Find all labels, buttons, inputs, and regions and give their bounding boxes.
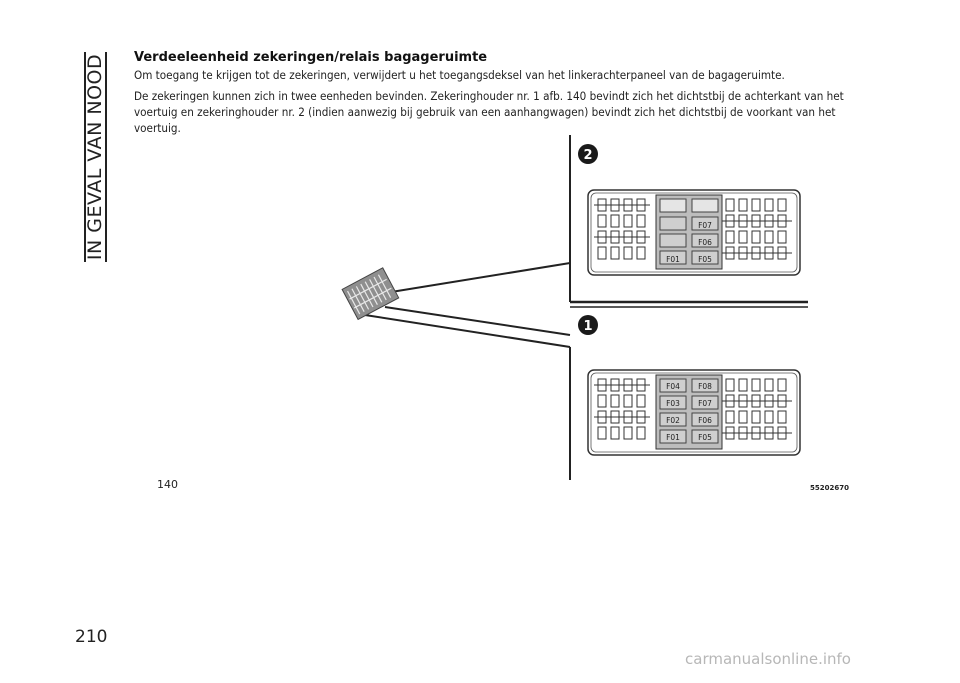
- fuse-box-figure: 2 1: [341, 135, 808, 480]
- callout-1-label: 1: [583, 319, 592, 334]
- holder1-fuse-label: F03: [666, 399, 680, 408]
- holder2-fuse-label: F07: [698, 221, 712, 230]
- side-tab-rule-left: [84, 52, 86, 262]
- side-tab-rule-right: [105, 52, 107, 262]
- callout-1-badge: 1: [578, 315, 598, 335]
- paragraph-access: Om toegang te krijgen tot de zekeringen,…: [134, 68, 785, 82]
- chapter-label: IN GEVAL VAN NOOD: [84, 53, 106, 261]
- fuse-cluster-icon: [341, 267, 400, 321]
- chapter-side-tab: IN GEVAL VAN NOOD: [84, 52, 108, 262]
- callout-2-label: 2: [583, 148, 592, 163]
- page-number: 210: [75, 627, 108, 647]
- holder1-fuse-label: F06: [698, 416, 712, 425]
- callout-2-badge: 2: [578, 144, 598, 164]
- holder1-fuse-label: F04: [666, 382, 680, 391]
- holder2-fuse-label: F06: [698, 238, 712, 247]
- paragraph-locations: De zekeringen kunnen zich in twee eenhed…: [134, 89, 844, 135]
- fuse-holder-2: F07 F06 F01 F05: [587, 189, 801, 276]
- holder1-fuse-label: F01: [666, 433, 680, 442]
- holder2-fuse-label: F01: [666, 255, 680, 264]
- holder1-fuse-label: F02: [666, 416, 680, 425]
- holder1-fuse-label: F05: [698, 433, 712, 442]
- holder2-fuse-label: F05: [698, 255, 712, 264]
- figure-code: 55202670: [810, 484, 849, 492]
- watermark: carmanualsonline.info: [685, 650, 851, 668]
- fuse-holder-1: F04 F08 F03 F07 F02 F06 F01 F05: [587, 369, 801, 456]
- holder1-fuse-label: F08: [698, 382, 712, 391]
- section-title: Verdeeleenheid zekeringen/relais bagager…: [134, 50, 488, 65]
- holder1-fuse-label: F07: [698, 399, 712, 408]
- figure-number: 140: [157, 478, 178, 491]
